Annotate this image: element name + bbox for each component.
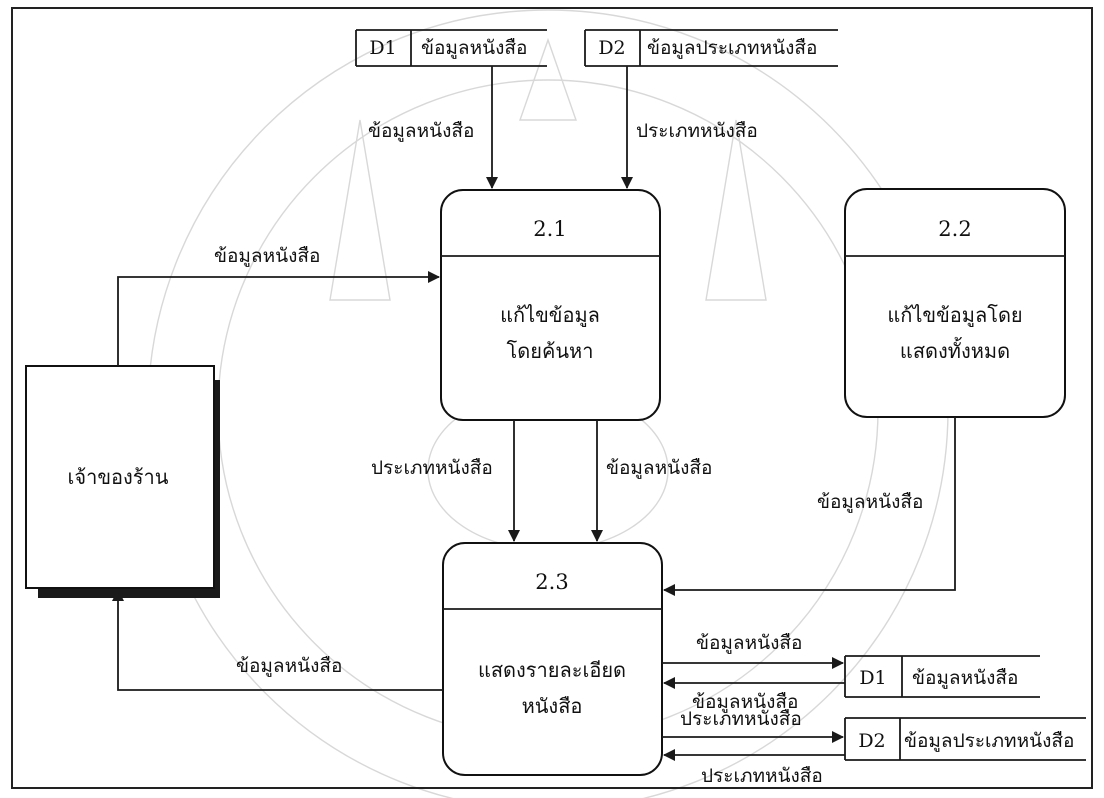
process-label-line1: แสดงรายละเอียด [478, 658, 626, 682]
datastore-id: D1 [369, 37, 396, 59]
datastore-id: D2 [598, 37, 625, 59]
datastore-top-d1: D1 ข้อมูลหนังสือ [355, 29, 547, 67]
process-2-1: 2.1 แก้ไขข้อมูล โดยค้นหา [440, 189, 661, 421]
process-label-line2: แสดงทั้งหมด [900, 337, 1010, 363]
flow-process-2-1-to-2-3-type: ประเภทหนังสือ [371, 420, 520, 542]
datastore-name: ข้อมูลประเภทหนังสือ [904, 730, 1074, 752]
datastore-top-d2: D2 ข้อมูลประเภทหนังสือ [584, 29, 838, 67]
datastore-id: D1 [859, 667, 886, 689]
process-label-line2: โดยค้นหา [507, 339, 594, 363]
flow-label: ข้อมูลหนังสือ [368, 120, 474, 142]
process-label-line1: แก้ไขข้อมูลโดย [887, 303, 1022, 328]
flow-label: ประเภทหนังสือ [636, 120, 758, 142]
datastore-name: ข้อมูลหนังสือ [912, 667, 1018, 689]
flow-d2-to-process-2-3: ประเภทหนังสือ [663, 749, 845, 787]
flow-process-2-3-to-entity: ข้อมูลหนังสือ [112, 589, 443, 691]
flow-label: ข้อมูลหนังสือ [692, 691, 798, 713]
flow-label: ข้อมูลหนังสือ [236, 655, 342, 677]
datastore-id: D2 [858, 730, 885, 752]
process-number: 2.3 [535, 570, 568, 594]
process-number: 2.2 [938, 217, 971, 241]
datastore-name: ข้อมูลประเภทหนังสือ [647, 37, 817, 59]
flow-process-2-3-to-d2: ประเภทหนังสือ [662, 708, 844, 743]
process-2-3: 2.3 แสดงรายละเอียด หนังสือ [442, 542, 663, 776]
flow-label: ประเภทหนังสือ [371, 457, 493, 479]
flow-label: ข้อมูลหนังสือ [696, 632, 802, 654]
datastore-right-d1: D1 ข้อมูลหนังสือ [844, 655, 1040, 698]
diagram-frame [11, 7, 1093, 789]
flow-process-2-2-to-2-3: ข้อมูลหนังสือ [663, 417, 956, 596]
entity-name: เจ้าของร้าน [68, 465, 169, 489]
flow-label: ข้อมูลหนังสือ [606, 457, 712, 479]
flow-d2-to-process-2-1: ประเภทหนังสือ [621, 66, 758, 189]
datastore-name: ข้อมูลหนังสือ [421, 37, 527, 59]
datastore-right-d2: D2 ข้อมูลประเภทหนังสือ [844, 717, 1086, 761]
flow-label: ประเภทหนังสือ [680, 708, 802, 730]
flow-process-2-3-to-d1: ข้อมูลหนังสือ [662, 632, 844, 669]
flow-label: ข้อมูลหนังสือ [214, 245, 320, 267]
flow-label: ข้อมูลหนังสือ [817, 491, 923, 513]
flow-label: ประเภทหนังสือ [701, 765, 823, 787]
flow-process-2-1-to-2-3-data: ข้อมูลหนังสือ [591, 420, 712, 542]
process-label-line1: แก้ไขข้อมูล [500, 303, 600, 328]
flow-d1-to-process-2-1: ข้อมูลหนังสือ [368, 66, 498, 189]
flow-d1-to-process-2-3: ข้อมูลหนังสือ [663, 677, 845, 713]
process-2-2: 2.2 แก้ไขข้อมูลโดย แสดงทั้งหมด [844, 188, 1066, 418]
flow-entity-to-process-2-1: ข้อมูลหนังสือ [117, 245, 440, 366]
process-label-line2: หนังสือ [522, 694, 583, 718]
process-number: 2.1 [533, 217, 566, 241]
external-entity: เจ้าของร้าน [25, 365, 220, 598]
